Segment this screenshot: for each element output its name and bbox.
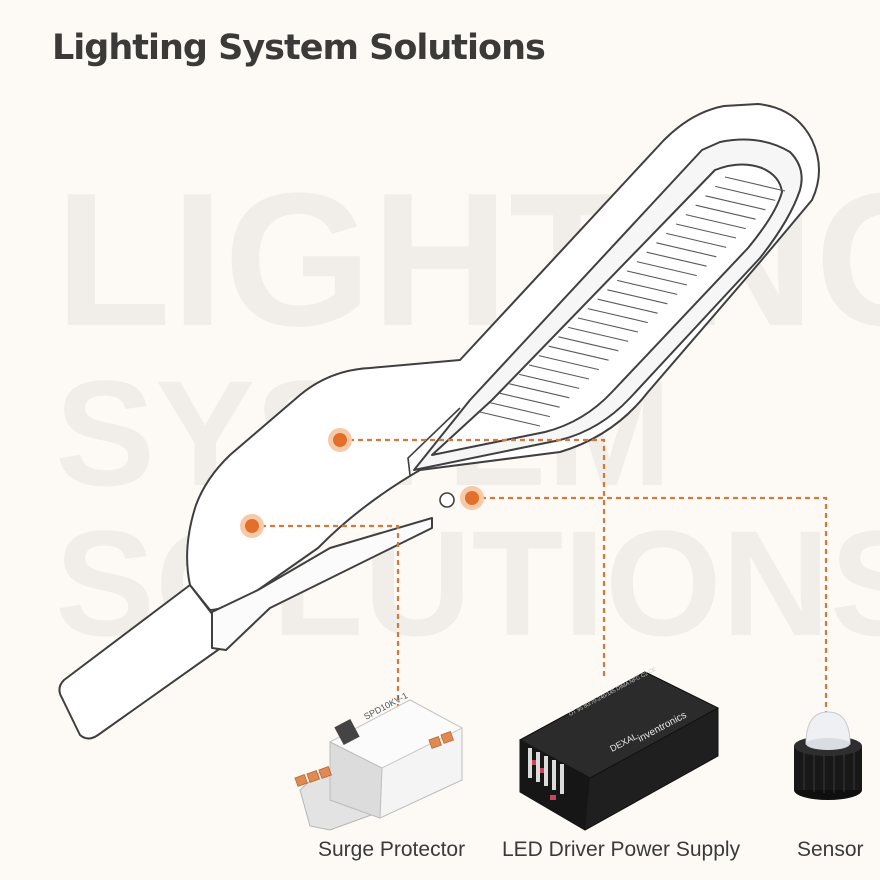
leader-surge bbox=[252, 524, 400, 708]
fixture-underside bbox=[211, 517, 433, 651]
led-row bbox=[685, 214, 746, 230]
leader-driver bbox=[340, 438, 606, 676]
led-row bbox=[538, 355, 599, 371]
led-driver-icon: DEXAL inventronics OT 95 80/70-240/145 D… bbox=[518, 666, 720, 831]
street-light-fixture bbox=[58, 103, 820, 740]
led-row bbox=[509, 383, 570, 399]
led-row bbox=[617, 279, 678, 295]
led-panel-inner bbox=[431, 163, 783, 456]
led-row bbox=[646, 251, 707, 267]
led-row bbox=[626, 270, 688, 286]
led-row bbox=[558, 336, 619, 352]
led-row bbox=[695, 204, 756, 220]
surge-protector-icon: SPD10KV-1 bbox=[294, 690, 464, 831]
leader-sensor bbox=[472, 496, 828, 718]
led-row bbox=[675, 223, 737, 239]
marker-sensor[interactable] bbox=[460, 486, 484, 510]
marker-surge[interactable] bbox=[240, 514, 264, 538]
led-row bbox=[519, 373, 580, 389]
callout-markers bbox=[240, 428, 484, 538]
page-title: Lighting System Solutions bbox=[52, 28, 546, 68]
housing-details bbox=[407, 407, 461, 508]
led-row bbox=[528, 364, 590, 380]
led-row bbox=[499, 392, 560, 408]
led-row bbox=[715, 185, 776, 201]
surge-protector-label: Surge Protector bbox=[318, 838, 466, 861]
sensor-port-icon bbox=[439, 492, 455, 508]
led-driver-label: LED Driver Power Supply bbox=[502, 838, 741, 861]
led-row bbox=[724, 176, 786, 192]
led-row bbox=[705, 195, 766, 211]
led-row bbox=[666, 232, 727, 248]
pole-arm bbox=[58, 584, 233, 740]
led-row bbox=[656, 242, 717, 258]
sensor-icon bbox=[794, 711, 862, 800]
leader-lines bbox=[252, 438, 828, 718]
marker-driver[interactable] bbox=[328, 428, 352, 452]
led-rows bbox=[479, 176, 786, 427]
led-row bbox=[607, 289, 668, 305]
led-row bbox=[489, 402, 550, 418]
led-row bbox=[597, 298, 658, 314]
led-row bbox=[587, 308, 648, 324]
sensor-label: Sensor bbox=[797, 838, 864, 861]
led-row bbox=[568, 326, 629, 342]
led-row bbox=[577, 317, 639, 333]
led-row bbox=[479, 411, 541, 427]
led-row bbox=[548, 345, 609, 361]
led-row bbox=[636, 261, 697, 277]
